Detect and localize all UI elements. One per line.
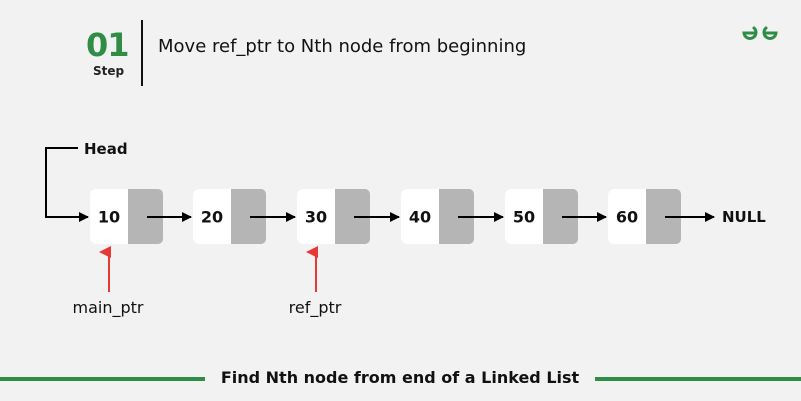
node-data-cell <box>193 189 231 244</box>
pointer-label: main_ptr <box>73 298 144 318</box>
list-node: 60 <box>608 189 681 244</box>
node-data-cell-edge <box>641 189 646 244</box>
node-value: 50 <box>513 208 535 227</box>
node-value: 10 <box>98 208 120 227</box>
node-data-cell-edge <box>123 189 128 244</box>
node-data-cell <box>90 189 128 244</box>
list-node: 10 <box>90 189 163 244</box>
node-data-cell-edge <box>538 189 543 244</box>
node-value: 40 <box>409 208 431 227</box>
node-data-cell <box>401 189 439 244</box>
node-data-cell <box>297 189 335 244</box>
node-data-cell-edge <box>434 189 439 244</box>
step-label: Step <box>93 64 125 78</box>
list-node: 30 <box>297 189 370 244</box>
node-value: 20 <box>201 208 223 227</box>
step-divider <box>141 20 143 86</box>
step-description: Move ref_ptr to Nth node from beginning <box>158 36 527 57</box>
gfg-logo-icon <box>742 26 778 40</box>
list-node: 50 <box>505 189 578 244</box>
list-node: 20 <box>193 189 266 244</box>
node-data-cell-edge <box>330 189 335 244</box>
node-value: 60 <box>616 208 638 227</box>
head-connector <box>45 147 89 222</box>
footer-divider-right <box>595 377 801 381</box>
pointer-label: ref_ptr <box>289 298 342 318</box>
node-value: 30 <box>305 208 327 227</box>
step-number: 01 <box>86 26 130 64</box>
footer-divider-left <box>0 377 205 381</box>
node-data-cell <box>608 189 646 244</box>
null-label: NULL <box>722 208 766 226</box>
node-data-cell-edge <box>226 189 231 244</box>
head-label: Head <box>84 140 128 158</box>
footer-title: Find Nth node from end of a Linked List <box>220 368 580 387</box>
list-node: 40 <box>401 189 474 244</box>
node-data-cell <box>505 189 543 244</box>
